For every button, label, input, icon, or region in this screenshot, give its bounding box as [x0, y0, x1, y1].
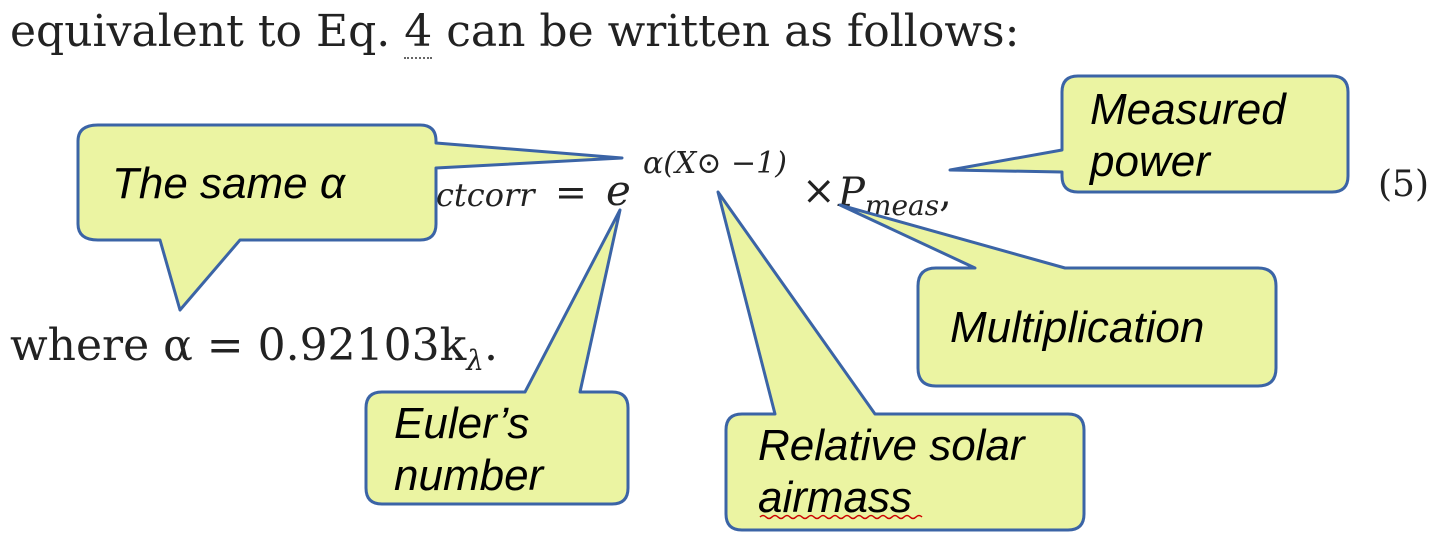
callout-measured-power-label-line1: Measured [1090, 85, 1286, 134]
callout-eulers-number [364, 208, 630, 506]
callout-relative-airmass-label-line2: airmass [758, 473, 913, 522]
where-text: where α = 0.92103k [10, 320, 467, 371]
intro-before: equivalent to Eq. [10, 6, 405, 57]
callout-multiplication [838, 203, 1278, 388]
callout-same-alpha [76, 123, 624, 312]
equation-lhs-subscript: ctcorr [436, 176, 535, 214]
callout-multiplication-label: Multiplication [950, 303, 1205, 352]
equation-comma: , [939, 170, 952, 216]
intro-sentence: equivalent to Eq. 4 can be written as fo… [10, 6, 1020, 59]
callout-relative-airmass [716, 190, 1086, 532]
equation-number: (5) [1378, 164, 1429, 205]
spellcheck-underline [759, 514, 923, 520]
intro-after: can be written as follows: [432, 6, 1020, 57]
equation-exponent: α(X⊙ −1) [643, 146, 787, 181]
callout-eulers-number-label-line2: number [394, 451, 544, 500]
callout-same-alpha-label: The same α [112, 159, 345, 208]
callout-measured-power [948, 74, 1350, 194]
measured-power-term: Pmeas, [838, 170, 952, 222]
where-end: . [484, 320, 499, 371]
equation-equals-sign: = [555, 170, 587, 214]
callout-measured-power-label-line2: power [1090, 137, 1210, 186]
where-subscript: λ [466, 343, 485, 377]
euler-e: e [606, 166, 631, 215]
where-clause: where α = 0.92103kλ. [10, 320, 498, 377]
multiplication-sign: × [802, 168, 836, 214]
equation-reference-link[interactable]: 4 [404, 6, 433, 59]
callout-eulers-number-label-line1: Euler’s [394, 399, 530, 448]
callout-relative-airmass-label-line1: Relative solar [758, 421, 1025, 470]
